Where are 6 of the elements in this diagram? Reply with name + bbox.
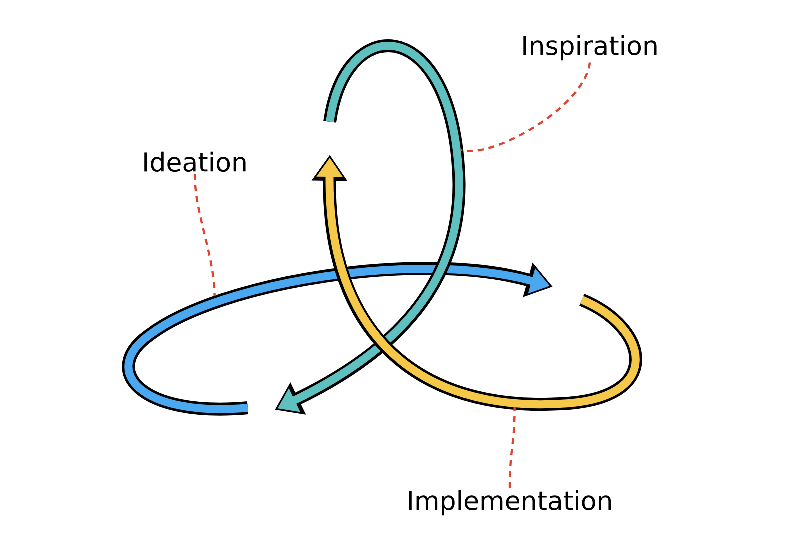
leader-line xyxy=(460,62,592,153)
label-text: Ideation xyxy=(144,152,246,172)
leader-line xyxy=(194,174,216,296)
leader-line xyxy=(508,407,516,488)
label-text: Inspiration xyxy=(524,35,657,61)
label-text: Implementation xyxy=(409,490,612,516)
